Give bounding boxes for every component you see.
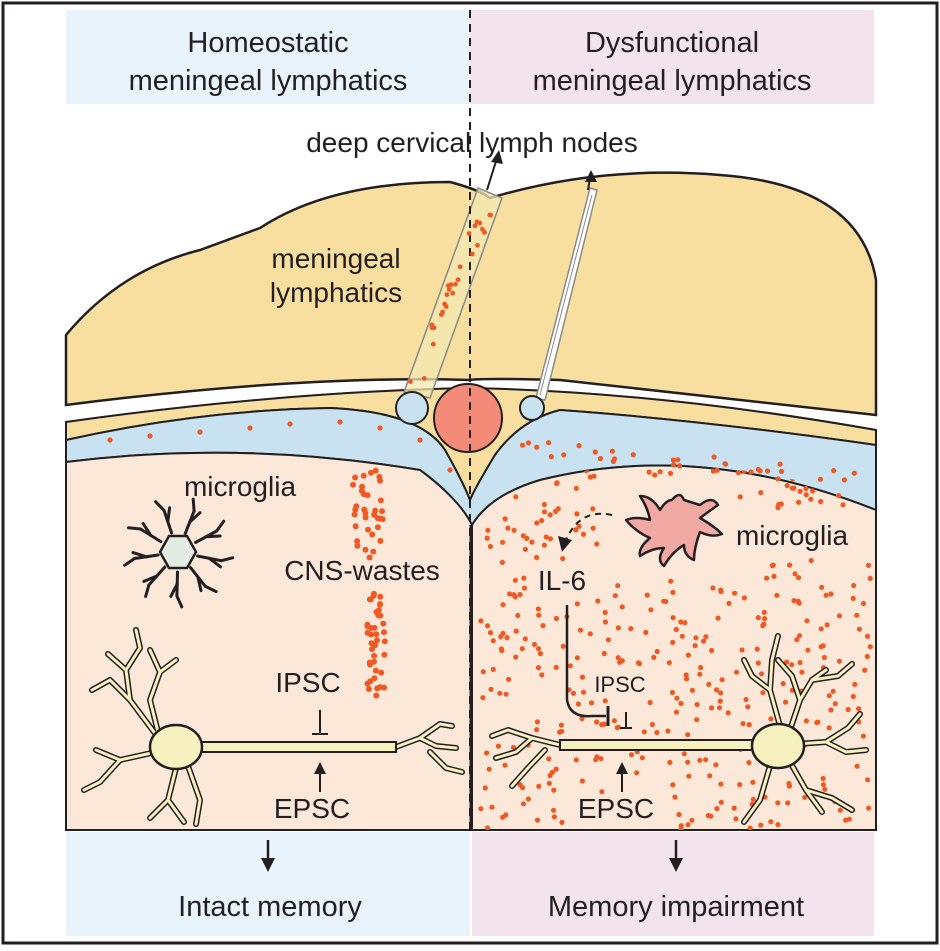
header-left-line1: Homeostatic: [187, 27, 348, 59]
waste-dots-lymphatic: [408, 212, 493, 384]
il6-label: IL-6: [538, 565, 586, 596]
outcome-left-label: Intact memory: [178, 891, 362, 923]
microglia-left-label: microglia: [184, 471, 296, 502]
header-left-line2: meningeal lymphatics: [129, 65, 408, 97]
cytokine-release-arrowhead: [558, 536, 572, 552]
sinus-vessel: [433, 383, 503, 453]
ipsc-right-label: IPSC: [594, 672, 645, 697]
header-right-bg: [470, 10, 874, 104]
header-left-bg: [66, 10, 470, 104]
epsc-left-label: EPSC: [274, 793, 350, 824]
epsc-right-label: EPSC: [578, 793, 654, 824]
il6-inhibition-line: [565, 605, 606, 718]
cytokine-release-arrow: [565, 512, 613, 541]
deep-cervical-label: deep cervical lymph nodes: [306, 127, 638, 158]
meningeal-lymphatics-label-2: lymphatics: [270, 277, 402, 308]
epsc-right-arrowhead: [616, 762, 628, 774]
outcome-right-label: Memory impairment: [548, 891, 804, 923]
header-right-line1: Dysfunctional: [585, 27, 759, 59]
lymphatic-vessel-right-inner: [539, 194, 593, 396]
drainage-arrowhead-left: [491, 150, 503, 164]
drainage-arrow-left: [486, 157, 498, 191]
waste-dots-left-brain: [350, 467, 388, 699]
microglia-resting-icon: [123, 497, 235, 609]
epsc-left-arrowhead: [314, 762, 326, 774]
neuron-right-icon: [489, 633, 869, 825]
microglia-activated-icon: [624, 493, 724, 568]
ipsc-left-label: IPSC: [275, 667, 340, 698]
header-right-line2: meningeal lymphatics: [533, 65, 812, 97]
waste-dots-csf: [107, 419, 857, 483]
brain-left: [65, 451, 473, 831]
outcome-arrowhead-right: [669, 858, 683, 872]
cns-wastes-label: CNS-wastes: [284, 555, 440, 586]
lymphatic-lumen-right: [519, 395, 545, 421]
neuron-left-icon: [81, 627, 465, 827]
footer-right-bg: [472, 832, 874, 936]
drainage-arrowhead-right: [585, 170, 597, 182]
meningeal-lymphatics-label-1: meningeal: [271, 243, 400, 274]
lymphatic-lumen-left: [395, 391, 429, 425]
outcome-arrowhead-left: [261, 858, 275, 872]
microglia-right-label: microglia: [736, 520, 848, 551]
waste-dots-right-brain: [478, 467, 878, 830]
